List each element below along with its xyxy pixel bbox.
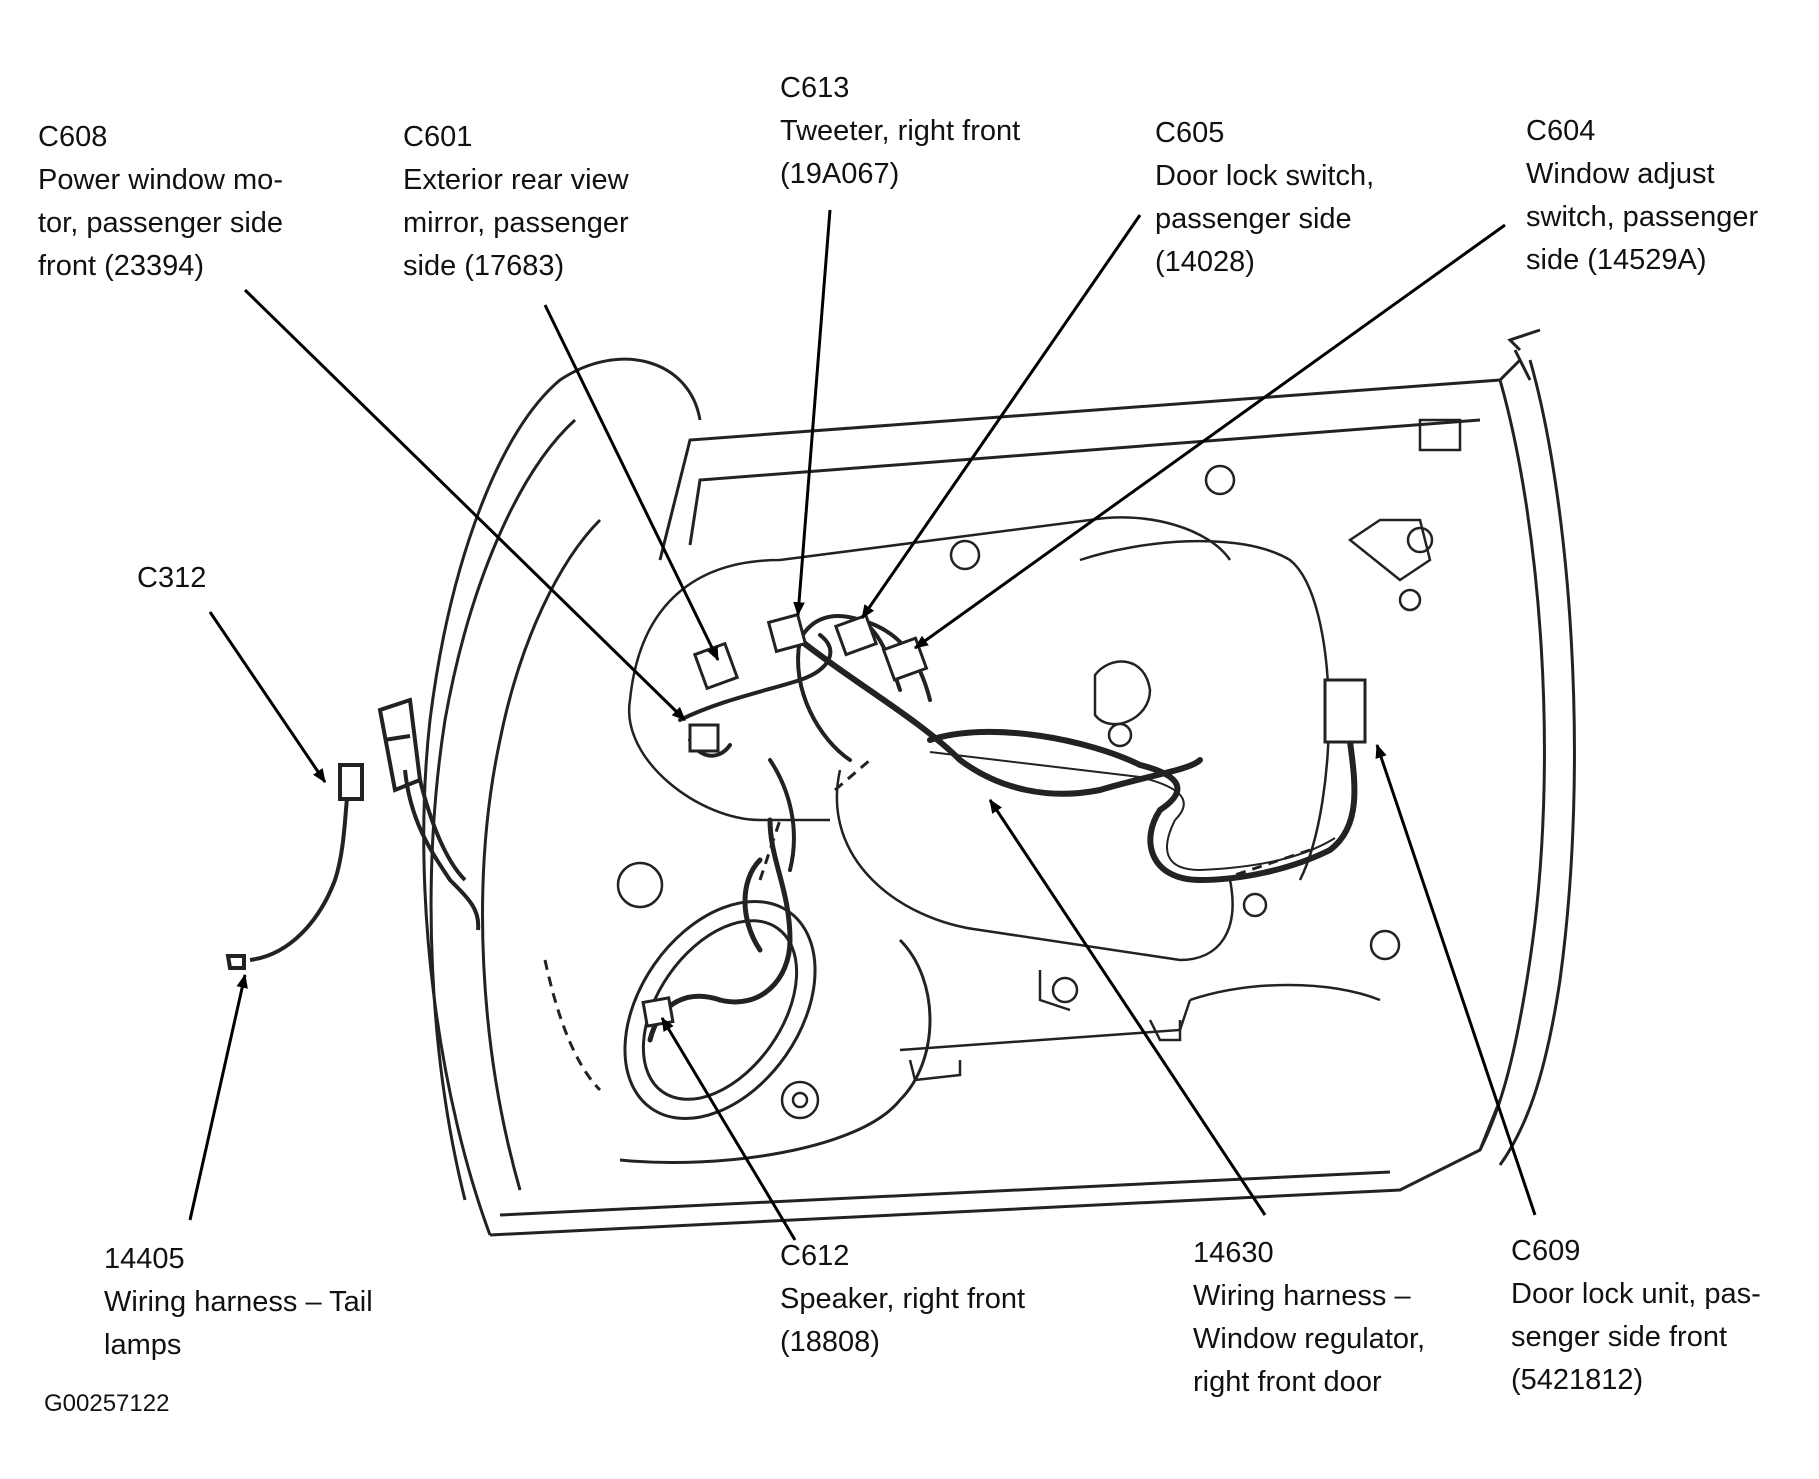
- connector-description: Power window mo- tor, passenger side fro…: [38, 164, 284, 282]
- rear-harness-grommet: [225, 697, 481, 970]
- figure-id: G00257122: [44, 1390, 170, 1417]
- connector-description: Exterior rear view mirror, passenger sid…: [403, 164, 629, 282]
- connector-id: C608: [38, 121, 108, 153]
- leader-lines: [188, 209, 1537, 1241]
- callout-c608: C608 Power window mo- tor, passenger sid…: [38, 116, 283, 288]
- connector-description: Wiring harness – Tail lamps: [104, 1286, 373, 1361]
- window-regulator-harness: [797, 637, 1358, 884]
- connector-description: Window adjust switch, passenger side (14…: [1526, 158, 1759, 276]
- callout-c604: C604 Window adjust switch, passenger sid…: [1526, 110, 1758, 282]
- door-panel-outline: [422, 328, 1576, 1237]
- connector-id: C604: [1526, 115, 1596, 147]
- callout-c612: C612 Speaker, right front (18808): [780, 1235, 1025, 1364]
- connector-id: C601: [403, 121, 473, 153]
- connector-id: C613: [780, 72, 850, 104]
- callout-14630: 14630 Wiring harness – Window regulator,…: [1193, 1232, 1425, 1404]
- callout-c605: C605 Door lock switch, passenger side (1…: [1155, 112, 1374, 284]
- callout-c613: C613 Tweeter, right front (19A067): [780, 67, 1020, 196]
- clip-marks: [543, 758, 1311, 1092]
- connector-id: 14405: [104, 1243, 185, 1275]
- harness-wraps: [929, 751, 1336, 872]
- connector-description: Tweeter, right front (19A067): [780, 115, 1021, 190]
- inner-door-panel: [627, 418, 1462, 1082]
- connector-id: 14630: [1193, 1237, 1274, 1269]
- callout-c312: C312: [137, 557, 206, 600]
- connector-id: C605: [1155, 117, 1225, 149]
- connector-description: Wiring harness – Window regulator, right…: [1193, 1280, 1426, 1398]
- callout-c609: C609 Door lock unit, pas- senger side fr…: [1511, 1230, 1761, 1402]
- speaker-harness: [647, 817, 793, 1043]
- connector-description: Door lock switch, passenger side (14028): [1155, 160, 1375, 278]
- connectors: [641, 612, 1367, 1028]
- connector-id: C612: [780, 1240, 850, 1272]
- connector-description: Speaker, right front (18808): [780, 1283, 1026, 1358]
- connector-id: C609: [1511, 1235, 1581, 1267]
- door-holes: [616, 464, 1434, 1120]
- connector-id: C312: [137, 562, 207, 594]
- connector-description: Door lock unit, pas- senger side front (…: [1511, 1278, 1761, 1396]
- callout-c601: C601 Exterior rear view mirror, passenge…: [403, 116, 629, 288]
- callout-14405: 14405 Wiring harness – Tail lamps: [104, 1238, 373, 1367]
